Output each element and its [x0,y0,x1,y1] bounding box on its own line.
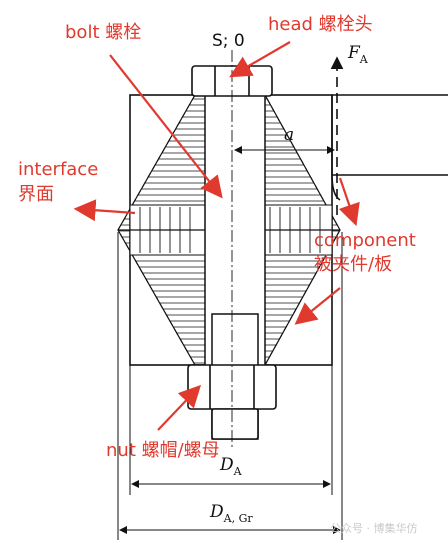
label-da: DA [219,455,243,478]
dimension-da [129,365,333,495]
annotation-component-1: component [314,230,416,251]
annotation-bolt: bolt 螺栓 [65,22,141,43]
annotation-nut: nut 螺帽/螺母 [106,440,220,461]
label-force: FA [347,43,369,66]
annotation-component-2: 被夹件/板 [314,254,392,275]
dimension-dagr [117,232,343,540]
annotation-arrows [73,41,360,431]
watermark: 公众号 · 博集华仿 [330,521,418,535]
annotation-interface-2: 界面 [18,184,54,205]
annotation-head: head 螺栓头 [268,14,373,35]
label-a: a [284,125,294,145]
bolt-shank [204,91,266,440]
label-s0: S; 0 [212,31,245,51]
label-dagr: DA, Gr [209,502,253,525]
annotation-interface-1: interface [18,159,98,180]
